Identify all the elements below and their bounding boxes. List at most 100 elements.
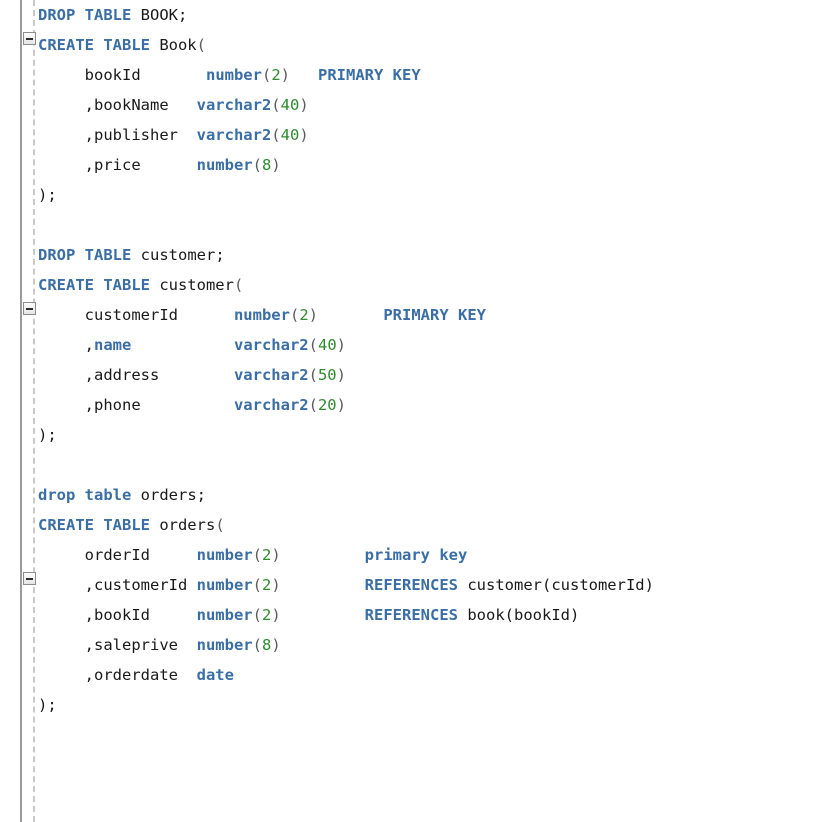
code-token-kw: name (94, 336, 132, 354)
gutter-separator-line (20, 0, 22, 822)
code-line-text: ); (38, 690, 57, 720)
code-token-punc: ) (271, 546, 281, 564)
code-line-text: ,orderdate date (38, 660, 234, 690)
code-token-id: customer (149, 276, 234, 294)
code-token-num: 40 (317, 336, 337, 354)
code-line-text: ,address varchar2(50) (38, 360, 346, 390)
code-token-kw: PRIMARY KEY (318, 66, 421, 84)
code-line-text: ,price number(8) (38, 150, 281, 180)
code-token-num: 40 (280, 96, 300, 114)
code-token-kw: number (233, 306, 290, 324)
code-token-punc: ( (271, 126, 281, 144)
code-token-id: ,address (38, 366, 234, 384)
code-line-text: CREATE TABLE orders( (38, 510, 225, 540)
code-token-id: ,orderdate (38, 666, 197, 684)
code-line-text: ,phone varchar2(20) (38, 390, 346, 420)
fold-indent-guide (33, 0, 35, 822)
code-token-kw: varchar2 (196, 126, 272, 144)
code-token-id: ,bookId (38, 606, 197, 624)
code-token-id: orderId (38, 546, 197, 564)
code-line-text: DROP TABLE BOOK; (38, 0, 187, 30)
code-token-kw: varchar2 (196, 96, 272, 114)
code-token-id: customerId (38, 306, 234, 324)
code-token-id: Book (149, 36, 197, 54)
code-token-id: customer; (131, 246, 225, 264)
code-line-text: ,name varchar2(40) (38, 330, 346, 360)
code-token-id: ); (38, 426, 57, 444)
code-token-kw: number (196, 156, 253, 174)
code-token-punc: ( (261, 66, 272, 84)
code-token-id: BOOK; (131, 6, 188, 24)
code-token-punc: ) (271, 576, 281, 594)
code-line-text: ,saleprive number(8) (38, 630, 281, 660)
code-token-punc: ( (289, 306, 300, 324)
code-token-punc: ( (308, 396, 318, 414)
code-token-id: orders (149, 516, 216, 534)
code-token-num: 2 (261, 576, 272, 594)
code-token-id (131, 336, 234, 354)
code-token-num: 8 (261, 156, 272, 174)
code-token-punc: ( (308, 366, 318, 384)
code-token-id: ,bookName (38, 96, 197, 114)
code-token-id (290, 66, 318, 84)
code-token-id: ,price (38, 156, 197, 174)
code-token-kw: varchar2 (233, 366, 309, 384)
fold-collapse-icon[interactable] (23, 32, 36, 45)
code-token-punc: ( (196, 36, 206, 54)
code-token-punc: ( (215, 516, 225, 534)
code-line-text: ,publisher varchar2(40) (38, 120, 309, 150)
code-token-num: 40 (280, 126, 300, 144)
code-token-punc: ( (308, 336, 318, 354)
code-token-id: ,publisher (38, 126, 197, 144)
code-token-punc: ( (252, 156, 262, 174)
code-token-kw: primary key (364, 546, 468, 564)
code-token-kw: DROP TABLE (38, 6, 132, 24)
code-token-kw: number (196, 606, 253, 624)
code-token-id: ,saleprive (38, 636, 197, 654)
code-token-kw: DROP TABLE (38, 246, 132, 264)
code-token-id: orders; (131, 486, 206, 504)
code-line-text: orderId number(2) primary key (38, 540, 468, 570)
code-token-punc: ) (336, 336, 346, 354)
code-token-kw: date (196, 666, 234, 684)
code-token-num: 50 (317, 366, 337, 384)
code-token-id: , (38, 336, 94, 354)
code-token-punc: ) (280, 66, 291, 84)
code-token-kw: varchar2 (233, 336, 309, 354)
code-token-punc: ( (252, 606, 262, 624)
code-line-text: ,bookId number(2) REFERENCES book(bookId… (38, 600, 580, 630)
code-token-id: ); (38, 696, 57, 714)
code-token-punc: ) (308, 306, 318, 324)
code-token-punc: ) (299, 126, 309, 144)
code-line-text: ,customerId number(2) REFERENCES custome… (38, 570, 654, 600)
code-token-id (281, 546, 365, 564)
code-token-punc: ) (271, 606, 281, 624)
code-token-kw: drop table (38, 486, 132, 504)
code-token-punc: ( (252, 636, 262, 654)
code-line-text: ); (38, 180, 57, 210)
code-token-kw: number (196, 546, 253, 564)
fold-collapse-icon[interactable] (23, 572, 36, 585)
code-token-punc: ( (233, 276, 244, 294)
fold-collapse-icon[interactable] (23, 302, 36, 315)
code-token-kw: REFERENCES (364, 606, 458, 624)
code-token-num: 2 (271, 66, 281, 84)
code-token-id (318, 306, 383, 324)
code-line-text: drop table orders; (38, 480, 206, 510)
code-token-id (281, 576, 365, 594)
code-line-text: DROP TABLE customer; (38, 240, 225, 270)
code-token-punc: ( (252, 546, 262, 564)
code-token-punc: ) (299, 96, 309, 114)
code-token-kw: PRIMARY KEY (383, 306, 486, 324)
code-token-num: 20 (317, 396, 337, 414)
code-token-id: ,customerId (38, 576, 197, 594)
code-line-text: ); (38, 420, 57, 450)
code-token-num: 2 (261, 546, 272, 564)
code-token-id (281, 606, 365, 624)
code-token-num: 2 (261, 606, 272, 624)
code-token-id: ); (38, 186, 57, 204)
code-line-text: CREATE TABLE Book( (38, 30, 206, 60)
code-token-kw: varchar2 (233, 396, 309, 414)
